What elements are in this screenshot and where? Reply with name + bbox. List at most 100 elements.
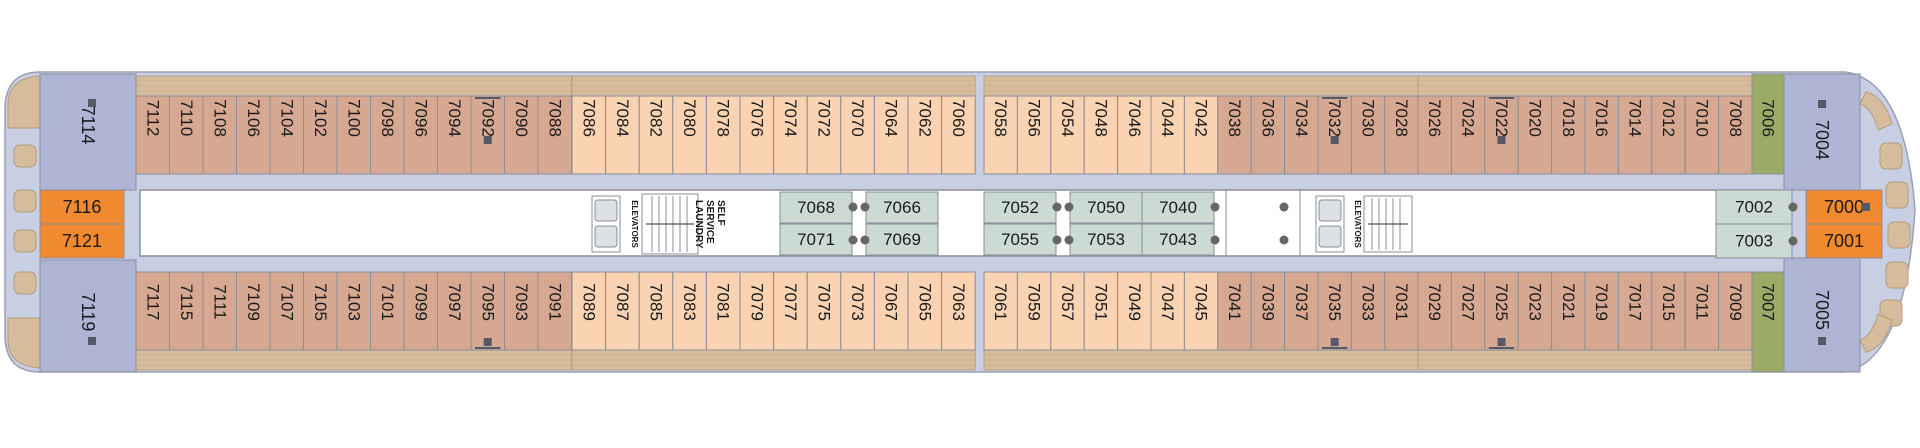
cabin-7093[interactable]: 7093 bbox=[504, 271, 539, 351]
cabin-7110[interactable]: 7110 bbox=[169, 95, 204, 175]
cabin-7114[interactable]: 7114 bbox=[39, 73, 137, 191]
cabin-7062[interactable]: 7062 bbox=[907, 95, 943, 175]
cabin-7027[interactable]: 7027 bbox=[1450, 271, 1486, 351]
cabin-7037[interactable]: 7037 bbox=[1284, 271, 1319, 351]
cabin-7092[interactable]: 7092 bbox=[470, 95, 505, 175]
cabin-7056[interactable]: 7056 bbox=[1016, 95, 1052, 175]
cabin-7038[interactable]: 7038 bbox=[1217, 95, 1252, 175]
cabin-7077[interactable]: 7077 bbox=[773, 271, 808, 351]
cabin-7090[interactable]: 7090 bbox=[504, 95, 539, 175]
cabin-7043[interactable]: 7043 bbox=[1141, 223, 1215, 256]
cabin-7052[interactable]: 7052 bbox=[983, 191, 1057, 224]
cabin-7046[interactable]: 7046 bbox=[1117, 95, 1152, 175]
cabin-7063[interactable]: 7063 bbox=[941, 271, 976, 351]
cabin-7088[interactable]: 7088 bbox=[537, 95, 572, 175]
cabin-7072[interactable]: 7072 bbox=[806, 95, 842, 175]
cabin-7109[interactable]: 7109 bbox=[236, 271, 271, 351]
cabin-7106[interactable]: 7106 bbox=[236, 95, 271, 175]
cabin-7057[interactable]: 7057 bbox=[1050, 271, 1085, 351]
cabin-7066[interactable]: 7066 bbox=[865, 191, 939, 224]
cabin-7000[interactable]: 7000 bbox=[1805, 189, 1883, 225]
cabin-7101[interactable]: 7101 bbox=[370, 271, 405, 351]
cabin-7068[interactable]: 7068 bbox=[779, 191, 853, 224]
cabin-7105[interactable]: 7105 bbox=[303, 271, 338, 351]
cabin-7033[interactable]: 7033 bbox=[1350, 271, 1386, 351]
cabin-7069[interactable]: 7069 bbox=[865, 223, 939, 256]
cabin-7015[interactable]: 7015 bbox=[1651, 271, 1686, 351]
cabin-7115[interactable]: 7115 bbox=[169, 271, 204, 351]
cabin-7079[interactable]: 7079 bbox=[739, 271, 775, 351]
cabin-7029[interactable]: 7029 bbox=[1417, 271, 1452, 351]
cabin-7096[interactable]: 7096 bbox=[403, 95, 438, 175]
cabin-7086[interactable]: 7086 bbox=[571, 95, 607, 175]
cabin-7073[interactable]: 7073 bbox=[840, 271, 875, 351]
cabin-7095[interactable]: 7095 bbox=[470, 271, 505, 351]
cabin-7055[interactable]: 7055 bbox=[983, 223, 1057, 256]
cabin-7051[interactable]: 7051 bbox=[1083, 271, 1119, 351]
cabin-7102[interactable]: 7102 bbox=[303, 95, 338, 175]
cabin-7026[interactable]: 7026 bbox=[1417, 95, 1452, 175]
cabin-7024[interactable]: 7024 bbox=[1450, 95, 1486, 175]
cabin-7078[interactable]: 7078 bbox=[705, 95, 741, 175]
cabin-7031[interactable]: 7031 bbox=[1384, 271, 1419, 351]
cabin-7032[interactable]: 7032 bbox=[1317, 95, 1352, 175]
cabin-7009[interactable]: 7009 bbox=[1718, 271, 1753, 351]
cabin-7089[interactable]: 7089 bbox=[571, 271, 607, 351]
cabin-7042[interactable]: 7042 bbox=[1183, 95, 1219, 175]
cabin-7008[interactable]: 7008 bbox=[1718, 95, 1753, 175]
cabin-7020[interactable]: 7020 bbox=[1517, 95, 1553, 175]
cabin-7002[interactable]: 7002 bbox=[1715, 189, 1793, 225]
cabin-7081[interactable]: 7081 bbox=[705, 271, 741, 351]
cabin-7103[interactable]: 7103 bbox=[336, 271, 371, 351]
cabin-7016[interactable]: 7016 bbox=[1584, 95, 1619, 175]
cabin-7048[interactable]: 7048 bbox=[1083, 95, 1119, 175]
cabin-7014[interactable]: 7014 bbox=[1617, 95, 1653, 175]
cabin-7071[interactable]: 7071 bbox=[779, 223, 853, 256]
cabin-7121[interactable]: 7121 bbox=[39, 223, 125, 259]
cabin-7050[interactable]: 7050 bbox=[1069, 191, 1143, 224]
cabin-7108[interactable]: 7108 bbox=[202, 95, 237, 175]
cabin-7065[interactable]: 7065 bbox=[907, 271, 943, 351]
cabin-7040[interactable]: 7040 bbox=[1141, 191, 1215, 224]
cabin-7006[interactable]: 7006 bbox=[1751, 73, 1785, 175]
cabin-7017[interactable]: 7017 bbox=[1617, 271, 1653, 351]
cabin-7094[interactable]: 7094 bbox=[437, 95, 472, 175]
cabin-7084[interactable]: 7084 bbox=[605, 95, 640, 175]
cabin-7044[interactable]: 7044 bbox=[1150, 95, 1185, 175]
cabin-7036[interactable]: 7036 bbox=[1250, 95, 1286, 175]
cabin-7098[interactable]: 7098 bbox=[370, 95, 405, 175]
cabin-7097[interactable]: 7097 bbox=[437, 271, 472, 351]
cabin-7025[interactable]: 7025 bbox=[1484, 271, 1519, 351]
cabin-7117[interactable]: 7117 bbox=[135, 271, 170, 351]
cabin-7075[interactable]: 7075 bbox=[806, 271, 842, 351]
cabin-7099[interactable]: 7099 bbox=[403, 271, 438, 351]
cabin-7004[interactable]: 7004 bbox=[1783, 73, 1861, 191]
cabin-7104[interactable]: 7104 bbox=[269, 95, 304, 175]
cabin-7059[interactable]: 7059 bbox=[1016, 271, 1052, 351]
cabin-7082[interactable]: 7082 bbox=[638, 95, 674, 175]
cabin-7041[interactable]: 7041 bbox=[1217, 271, 1252, 351]
cabin-7054[interactable]: 7054 bbox=[1050, 95, 1085, 175]
cabin-7112[interactable]: 7112 bbox=[135, 95, 170, 175]
cabin-7021[interactable]: 7021 bbox=[1551, 271, 1586, 351]
cabin-7030[interactable]: 7030 bbox=[1350, 95, 1386, 175]
cabin-7070[interactable]: 7070 bbox=[840, 95, 875, 175]
cabin-7003[interactable]: 7003 bbox=[1715, 223, 1793, 259]
cabin-7080[interactable]: 7080 bbox=[672, 95, 707, 175]
cabin-7067[interactable]: 7067 bbox=[873, 271, 909, 351]
cabin-7019[interactable]: 7019 bbox=[1584, 271, 1619, 351]
cabin-7083[interactable]: 7083 bbox=[672, 271, 707, 351]
cabin-7085[interactable]: 7085 bbox=[638, 271, 674, 351]
cabin-7012[interactable]: 7012 bbox=[1651, 95, 1686, 175]
cabin-7039[interactable]: 7039 bbox=[1250, 271, 1286, 351]
cabin-7087[interactable]: 7087 bbox=[605, 271, 640, 351]
cabin-7007[interactable]: 7007 bbox=[1751, 271, 1785, 373]
cabin-7047[interactable]: 7047 bbox=[1150, 271, 1185, 351]
cabin-7058[interactable]: 7058 bbox=[983, 95, 1018, 175]
cabin-7049[interactable]: 7049 bbox=[1117, 271, 1152, 351]
cabin-7116[interactable]: 7116 bbox=[39, 189, 125, 225]
cabin-7034[interactable]: 7034 bbox=[1284, 95, 1319, 175]
cabin-7005[interactable]: 7005 bbox=[1783, 257, 1861, 373]
cabin-7060[interactable]: 7060 bbox=[941, 95, 976, 175]
cabin-7028[interactable]: 7028 bbox=[1384, 95, 1419, 175]
